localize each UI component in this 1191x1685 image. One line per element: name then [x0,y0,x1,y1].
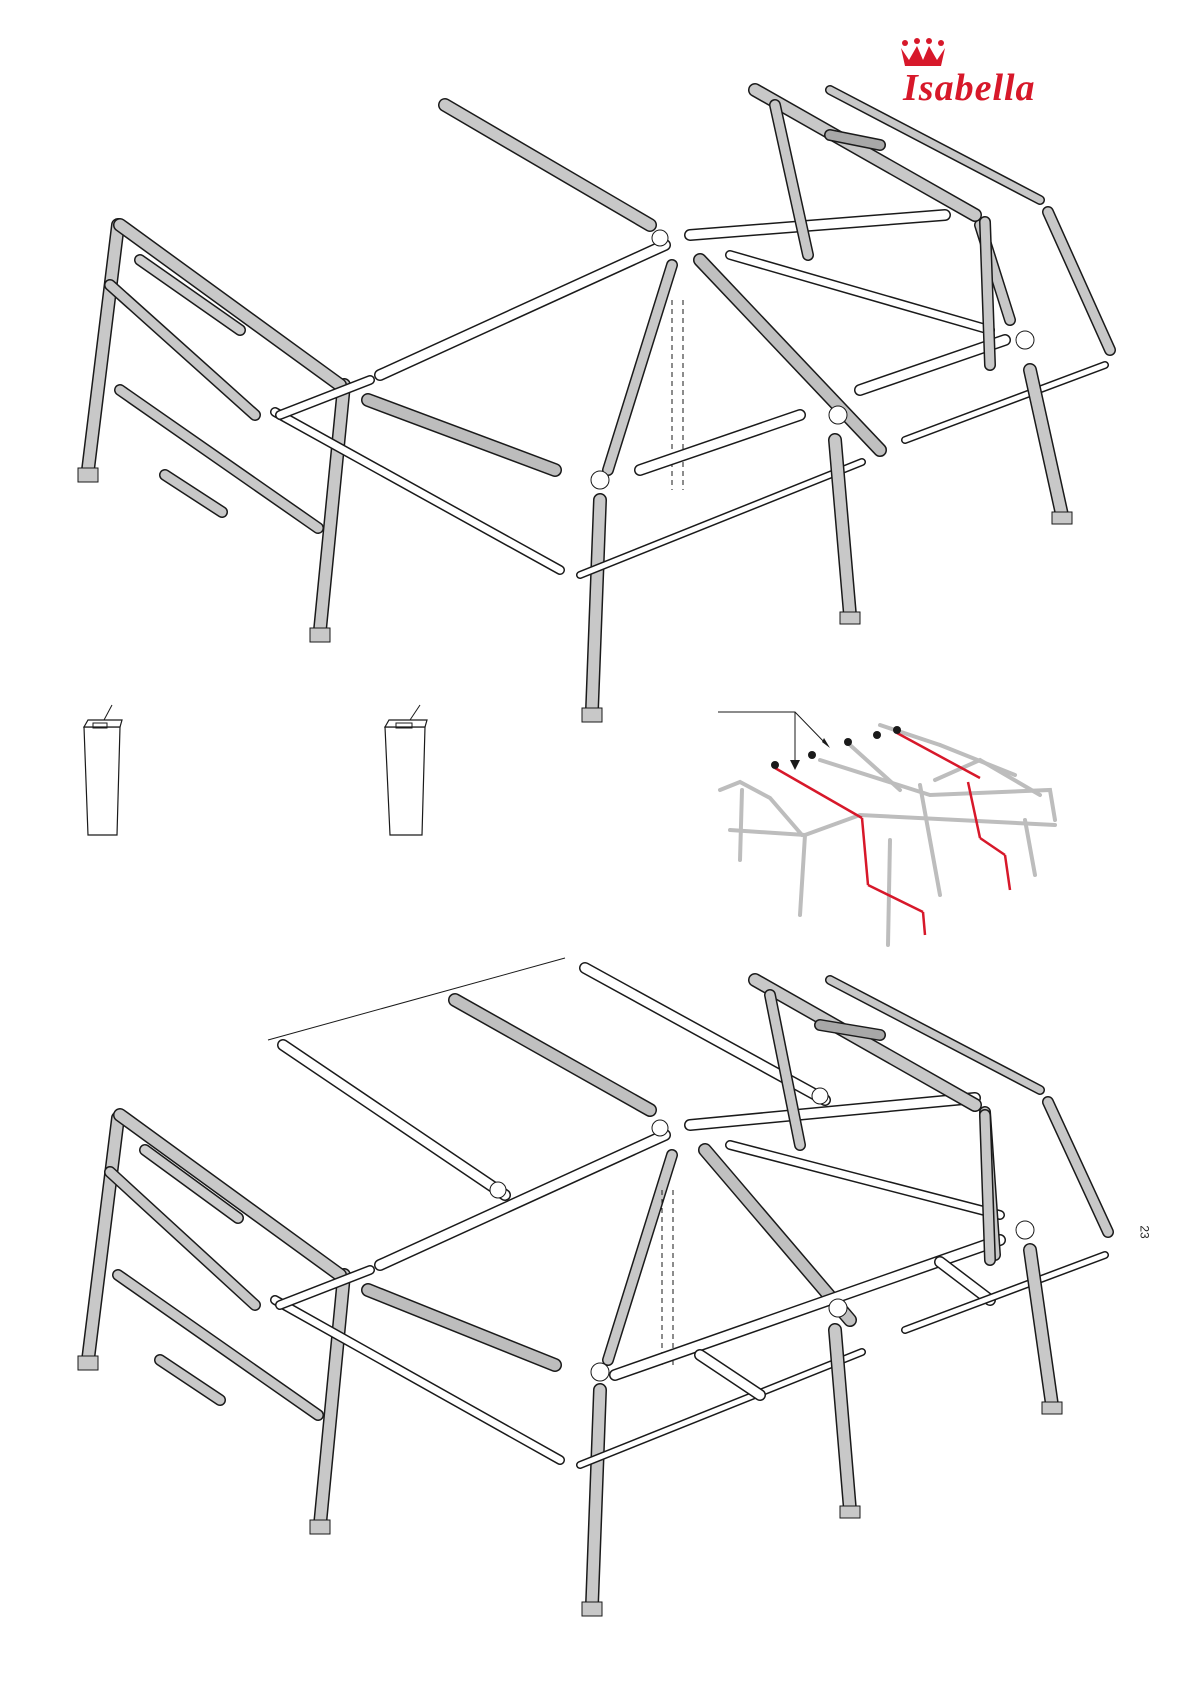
peak-connector [652,230,668,246]
pole-end-dot [771,761,779,769]
right-connector [829,406,847,424]
corner-connector [1016,331,1034,349]
corner-block-left [84,705,122,835]
center-front-leg [582,500,602,722]
left-front-leg [78,225,118,482]
roof-pole-highlight-inset [718,712,1055,945]
roof-rafter-top [445,105,990,450]
top-right-rafter [755,90,1040,255]
left-rafter [110,225,340,528]
right-crossbar [905,365,1105,440]
page-marker: 23 [1138,1225,1152,1238]
corner-block-right [385,705,427,835]
front-eave-pole [275,400,560,570]
pole-end-dot [808,751,816,759]
front-connector [591,471,609,489]
left-rear-leg [310,385,344,642]
far-right-leg [1030,370,1072,524]
top-frame-diagram [78,90,1110,722]
bottom-frame-diagram [78,958,1108,1616]
ridge-pole [280,215,945,415]
pole-end-dot [873,731,881,739]
pole-end-dot [844,738,852,746]
pole-end-dot [893,726,901,734]
